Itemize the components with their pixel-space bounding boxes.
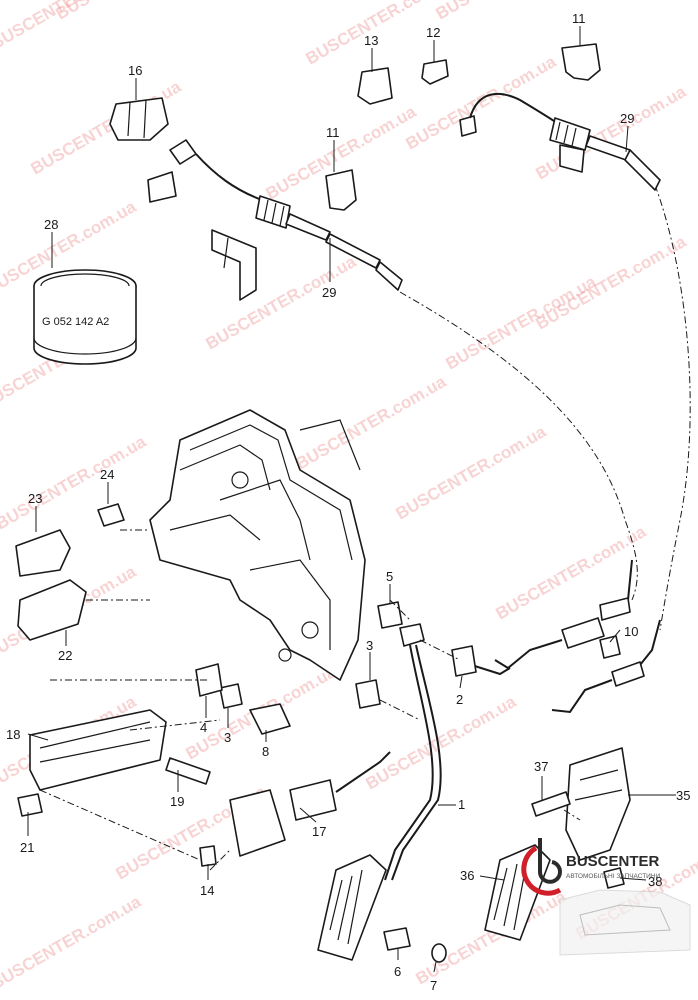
callout-29-right: 29 (620, 111, 634, 126)
cable-29-right (459, 93, 661, 191)
clip-16 (199, 845, 217, 867)
watermark: BUSCENTER.com.ua (53, 0, 210, 23)
callout-11-top: 11 (572, 11, 586, 26)
callout-23: 23 (28, 491, 42, 506)
accelerator-pedal-1 (317, 623, 442, 961)
callout-29-left: 29 (322, 285, 336, 300)
washer-7 (431, 943, 447, 963)
clip-12 (421, 59, 449, 85)
screw-6 (383, 927, 411, 951)
buscenter-logo: BUSCENTER АВТОМОБІЛЬНІ ЗАПЧАСТИНИ (521, 838, 691, 956)
callout-38: 38 (648, 874, 662, 889)
callout-4: 4 (200, 720, 207, 735)
logo-text: BUSCENTER (566, 853, 660, 870)
watermark: BUSCENTER.com.ua (203, 252, 360, 354)
callout-21: 21 (20, 840, 34, 855)
bush-3-right (355, 679, 381, 709)
callout-5: 5 (386, 569, 393, 584)
clip-11-mid (325, 169, 357, 211)
callout-3-left: 3 (224, 730, 231, 745)
callout-14: 16 (128, 63, 142, 78)
watermark: BUSCENTER.com.ua (293, 372, 450, 474)
watermark: BUSCENTER.com.ua (393, 422, 550, 524)
part-code-label: G 052 142 A2 (42, 316, 109, 328)
callout-37: 37 (534, 759, 548, 774)
bracket-13 (357, 67, 393, 105)
vacuum-unit-17 (229, 751, 391, 857)
clip-4 (195, 663, 223, 697)
callout-11-mid: 11 (326, 125, 340, 140)
callout-13: 13 (364, 33, 378, 48)
nut-10 (599, 635, 621, 659)
switch-23 (15, 529, 71, 577)
bolt-37 (531, 791, 571, 817)
watermark: BUSCENTER.com.ua (433, 0, 590, 23)
bush-3-left (219, 683, 243, 709)
callout-1: 1 (458, 797, 465, 812)
logo-tagline: АВТОМОБІЛЬНІ ЗАПЧАСТИНИ (566, 873, 661, 880)
clip-11-top (561, 43, 601, 81)
callout-28: 28 (44, 217, 58, 232)
bush-2 (451, 645, 477, 677)
clip-5 (377, 601, 403, 629)
callout-19: 19 (170, 794, 184, 809)
callout-2: 2 (456, 692, 463, 707)
callout-12: 12 (426, 25, 440, 40)
bush-8 (249, 703, 291, 735)
callout-16: 14 (200, 883, 214, 898)
callout-35: 35 (676, 788, 690, 803)
callout-22: 22 (58, 648, 72, 663)
callout-18: 18 (6, 727, 20, 742)
bracket-18 (29, 709, 167, 791)
cable-29-left (147, 139, 403, 301)
leader-lines (27, 26, 676, 973)
assembly-lines (39, 529, 581, 871)
bolt-19 (165, 757, 211, 785)
bushing-24 (97, 503, 125, 527)
callout-7: 7 (430, 978, 437, 993)
electronic-pedal-36 (484, 747, 631, 941)
callout-10: 10 (624, 624, 638, 639)
throttle-cable (399, 184, 691, 714)
watermark: BUSCENTER.com.ua (443, 272, 600, 374)
pedal-bracket (149, 409, 366, 681)
callout-3-right: 3 (366, 638, 373, 653)
seal-ring-28: G 052 142 A2 (33, 269, 137, 365)
callout-24: 24 (100, 467, 114, 482)
callout-labels: 16 13 12 11 11 28 29 29 23 24 22 5 3 2 4… (6, 11, 690, 993)
callout-36: 36 (460, 868, 474, 883)
callout-8: 8 (262, 744, 269, 759)
watermark: BUSCENTER.com.ua (0, 432, 150, 534)
nut-21 (17, 793, 43, 817)
switch-22 (17, 579, 87, 641)
bushing-14 (109, 97, 169, 141)
watermark: BUSCENTER.com.ua (533, 232, 690, 334)
watermark: BUSCENTER.com.ua (0, 892, 145, 994)
callout-6: 6 (394, 964, 401, 979)
nut-38 (603, 867, 625, 889)
callout-17: 17 (312, 824, 326, 839)
